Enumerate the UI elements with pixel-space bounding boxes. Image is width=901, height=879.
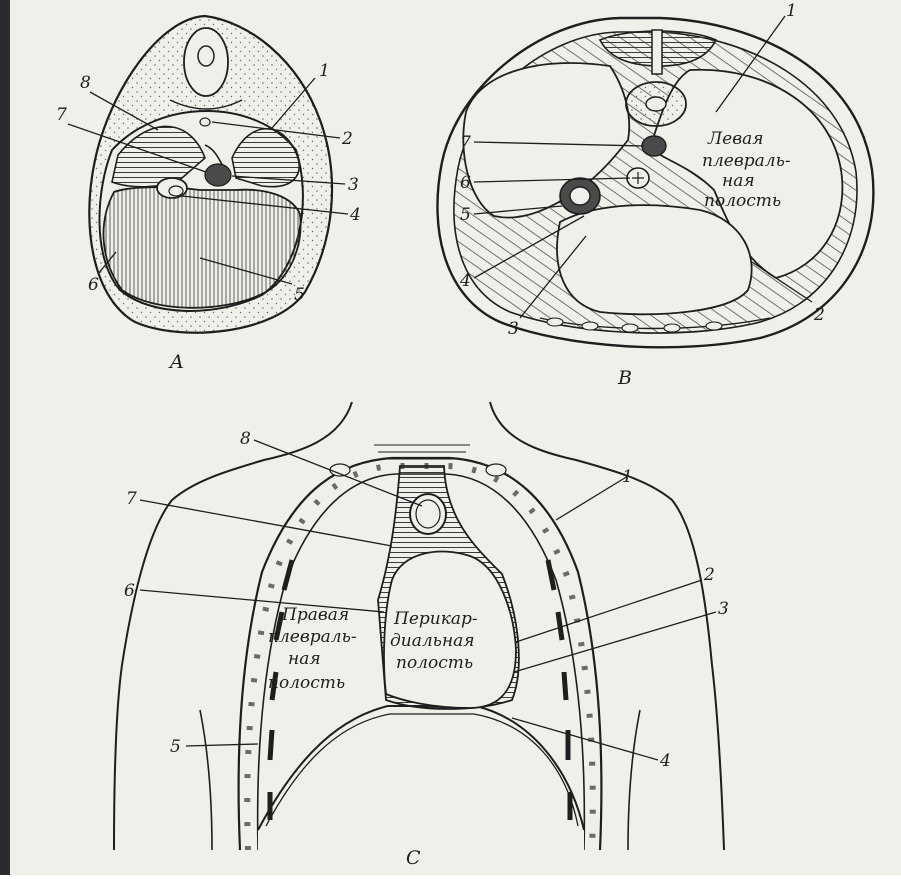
panel-b-label-5: 5 — [460, 205, 471, 225]
panel-b-label-1: 1 — [786, 1, 797, 21]
panel-c-label-8: 8 — [240, 429, 251, 449]
panel-c-label-6: 6 — [124, 581, 135, 601]
panel-a-label-3: 3 — [348, 175, 359, 195]
panel-b-label-3: 3 — [508, 319, 519, 339]
panel-c-label-2: 2 — [703, 565, 715, 585]
panel-c-pericardial-cavity-label: Перикар- диальная полость — [390, 609, 478, 673]
left-border-strip — [0, 0, 10, 875]
panel-a-label-2: 2 — [341, 129, 353, 149]
panel-b-label-4: 4 — [459, 271, 471, 291]
panel-b-label-2: 2 — [813, 305, 825, 325]
pericardial-line-3: полость — [396, 653, 473, 673]
panel-a-label-4: 4 — [349, 205, 361, 225]
panel-a-label-5: 5 — [294, 285, 305, 305]
panel-a-label-7: 7 — [56, 105, 67, 125]
left-cavity-line-2: плевраль- — [702, 151, 791, 171]
panel-c-label-1: 1 — [622, 467, 633, 487]
panel-b-label-6: 6 — [460, 173, 471, 193]
left-cavity-line-1: Левая — [707, 129, 764, 149]
panel-c-letter: C — [406, 847, 421, 869]
pericardial-line-2: диальная — [390, 631, 475, 651]
right-cavity-line-3: ная — [288, 649, 321, 669]
panel-c-label-4: 4 — [659, 751, 671, 771]
right-cavity-line-1: Правая — [281, 605, 349, 625]
panel-b-label-7: 7 — [460, 133, 471, 153]
right-cavity-line-2: плевраль- — [268, 627, 357, 647]
panel-c-label-7: 7 — [126, 489, 137, 509]
left-cavity-line-3: ная — [722, 171, 755, 191]
panel-a-label-6: 6 — [88, 275, 99, 295]
panel-b-diagram — [437, 16, 873, 347]
panel-a-label-1: 1 — [319, 61, 330, 81]
panel-a-letter: A — [168, 351, 184, 373]
panel-c-label-3: 3 — [718, 599, 729, 619]
pericardial-line-1: Перикар- — [393, 609, 478, 629]
right-cavity-line-4: полость — [268, 673, 345, 693]
panel-c-label-5: 5 — [170, 737, 181, 757]
left-cavity-line-4: полость — [704, 191, 781, 211]
panel-b-letter: B — [617, 367, 632, 389]
panel-a-label-8: 8 — [80, 73, 91, 93]
